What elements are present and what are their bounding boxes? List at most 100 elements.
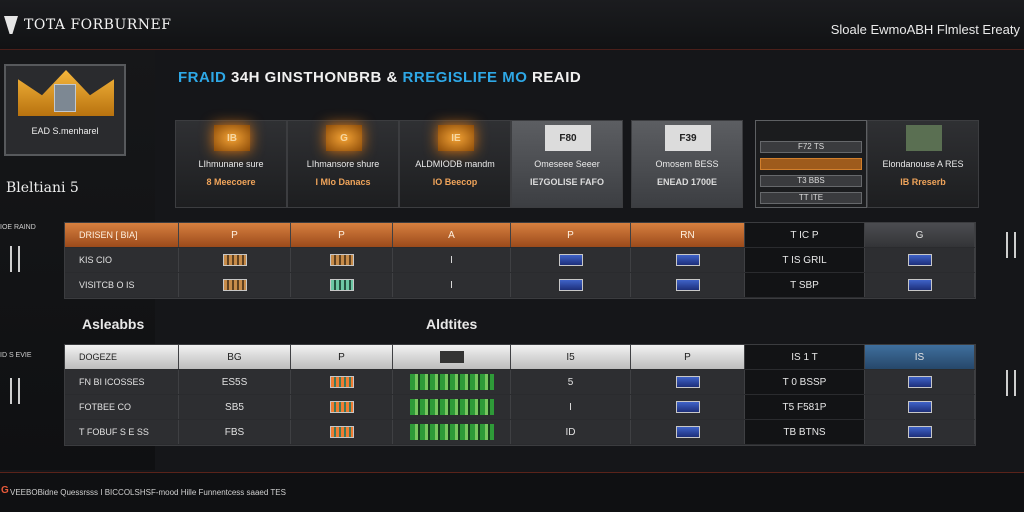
table-cell[interactable]: T SBP — [745, 273, 865, 297]
blue-chip-icon — [907, 401, 932, 413]
bars-icon — [10, 246, 20, 272]
table-cell[interactable]: P — [511, 223, 631, 247]
table-cell[interactable]: T5 F581P — [745, 395, 865, 419]
tile-1[interactable]: IB LIhmunane sure 8 Meecoere — [175, 120, 287, 208]
table-cell[interactable]: ID — [511, 420, 631, 444]
blue-chip-icon — [675, 279, 700, 291]
table-cell[interactable] — [511, 273, 631, 297]
table-cell[interactable]: BG — [179, 345, 291, 369]
tile-mini-rows: F72 TS T3 BBS TT ITE — [760, 141, 862, 204]
stripe-chip-icon — [329, 254, 354, 266]
row-label: FOTBEE CO — [65, 395, 179, 419]
table-cell[interactable] — [393, 345, 511, 369]
tile-7[interactable]: Elondanouse A RES IB Rreserb — [867, 120, 979, 208]
table-cell[interactable] — [631, 370, 745, 394]
mini-row: TT ITE — [760, 192, 862, 204]
table-cell[interactable]: T IC P — [745, 223, 865, 247]
row-label: FN BI ICOSSES — [65, 370, 179, 394]
table-cell[interactable] — [865, 420, 975, 444]
row-label: DOGEZE — [65, 345, 179, 369]
blue-chip-icon — [907, 426, 932, 438]
orange-chip-icon — [329, 376, 354, 388]
table-cell[interactable]: P — [631, 345, 745, 369]
mini-row: T3 BBS — [760, 175, 862, 187]
table-cell[interactable] — [631, 395, 745, 419]
table-row[interactable]: DOGEZE BG P I5 P IS 1 T IS — [65, 345, 975, 370]
table-cell[interactable] — [511, 248, 631, 272]
mini-row: F72 TS — [760, 141, 862, 153]
blue-chip-icon — [675, 376, 700, 388]
tile-6[interactable]: F72 TS T3 BBS TT ITE — [755, 120, 867, 208]
table-row[interactable]: T FOBUF S E SS FBS ID TB BTNS — [65, 420, 975, 445]
table-cell[interactable] — [393, 420, 511, 444]
table-row[interactable]: DRISEN [ BIA] P P A P RN T IC P G — [65, 223, 975, 248]
left-panel-title: Bleltiani 5 — [6, 180, 79, 196]
table-cell[interactable]: RN — [631, 223, 745, 247]
tile-caption: LIhmansore shure — [306, 159, 380, 169]
table-cell[interactable] — [865, 248, 975, 272]
table-cell[interactable] — [631, 420, 745, 444]
table-cell[interactable] — [291, 420, 393, 444]
table-cell[interactable]: I — [393, 273, 511, 297]
table-cell[interactable] — [631, 248, 745, 272]
profile-card[interactable]: EAD S.menharel — [4, 64, 126, 156]
tile-caption: Omeseee Seeer — [534, 159, 600, 169]
table-cell[interactable]: P — [291, 223, 393, 247]
table-cell[interactable]: 5 — [511, 370, 631, 394]
tile-badge: IB — [214, 125, 250, 151]
table-row[interactable]: VISITCB O IS I T SBP — [65, 273, 975, 298]
tile-2[interactable]: G LIhmansore shure I Mlo Danacs — [287, 120, 399, 208]
table-cell[interactable] — [631, 273, 745, 297]
teal-chip-icon — [329, 279, 354, 291]
tile-subtitle: IO Beecop — [432, 177, 478, 187]
blue-chip-icon — [675, 401, 700, 413]
table-cell[interactable] — [393, 395, 511, 419]
table-cell[interactable]: P — [179, 223, 291, 247]
table-cell[interactable] — [291, 248, 393, 272]
table-cell[interactable]: G — [865, 223, 975, 247]
page-title-part2: 34H GINSTHONBRB & — [231, 69, 398, 86]
table-cell[interactable] — [291, 370, 393, 394]
table-cell[interactable]: T IS GRIL — [745, 248, 865, 272]
table-cell[interactable]: A — [393, 223, 511, 247]
stripe-chip-icon — [222, 254, 247, 266]
crown-gem-icon — [54, 84, 76, 112]
table-cell[interactable]: SB5 — [179, 395, 291, 419]
table-cell[interactable]: T 0 BSSP — [745, 370, 865, 394]
footer-mark: G — [1, 485, 9, 496]
row-label: T FOBUF S E SS — [65, 420, 179, 444]
table-cell[interactable]: I — [393, 248, 511, 272]
table-row[interactable]: FOTBEE CO SB5 I T5 F581P — [65, 395, 975, 420]
table-cell[interactable] — [865, 273, 975, 297]
blue-chip-icon — [675, 254, 700, 266]
bars-icon — [1006, 232, 1016, 258]
table-cell[interactable]: TB BTNS — [745, 420, 865, 444]
table-cell[interactable]: I — [511, 395, 631, 419]
tile-subtitle: I Mlo Danacs — [315, 177, 371, 187]
tile-5[interactable]: F39 Omosem BESS ENEAD 1700E — [631, 120, 743, 208]
tile-4[interactable]: F80 Omeseee Seeer IE7GOLISE FAFO — [511, 120, 623, 208]
tile-caption: LIhmunane sure — [198, 159, 264, 169]
profile-label: EAD S.menharel — [31, 126, 99, 136]
table-cell[interactable]: ES5S — [179, 370, 291, 394]
table-cell[interactable] — [393, 370, 511, 394]
table-cell[interactable] — [179, 273, 291, 297]
table-row[interactable]: FN BI ICOSSES ES5S 5 T 0 BSSP — [65, 370, 975, 395]
table-cell[interactable] — [865, 395, 975, 419]
table-cell[interactable]: I5 — [511, 345, 631, 369]
table-row[interactable]: KIS CIO I T IS GRIL — [65, 248, 975, 273]
table-cell[interactable] — [291, 273, 393, 297]
tile-badge: G — [326, 125, 362, 151]
stripe-chip-icon — [222, 279, 247, 291]
green-bar-icon — [409, 424, 494, 440]
table-cell[interactable]: IS — [865, 345, 975, 369]
table-cell[interactable]: FBS — [179, 420, 291, 444]
table-cell[interactable] — [865, 370, 975, 394]
tile-3[interactable]: IE ALDMIODB mandm IO Beecop — [399, 120, 511, 208]
table-cell[interactable]: IS 1 T — [745, 345, 865, 369]
footer: G VEEBOBidne Quessrsss I BICCOLSHSF-mood… — [0, 472, 1024, 512]
table-cell[interactable] — [291, 395, 393, 419]
table-cell[interactable]: P — [291, 345, 393, 369]
brand[interactable]: TOTA FORBURNEF — [4, 16, 172, 34]
table-cell[interactable] — [179, 248, 291, 272]
